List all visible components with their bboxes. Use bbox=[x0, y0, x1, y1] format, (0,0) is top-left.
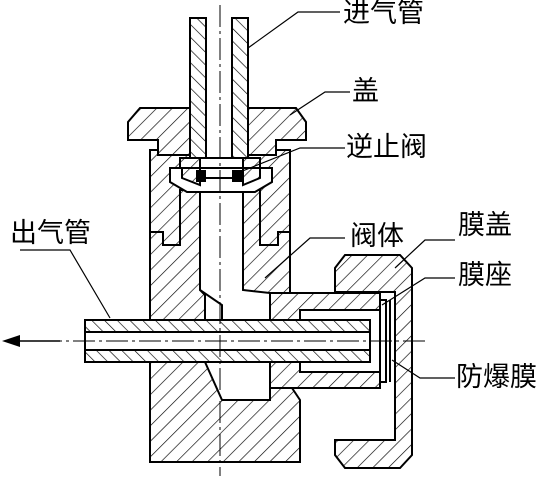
label-burst-membrane: 防爆膜 bbox=[456, 362, 537, 393]
label-valve-body: 阀体 bbox=[350, 221, 404, 252]
label-check-valve: 逆止阀 bbox=[346, 132, 427, 163]
label-membrane-cover: 膜盖 bbox=[458, 210, 512, 241]
label-inlet-pipe: 进气管 bbox=[343, 0, 424, 29]
leader-membrane-cover bbox=[394, 239, 455, 269]
leader-valve-body bbox=[264, 237, 345, 279]
label-cover: 盖 bbox=[352, 76, 379, 107]
flow-direction-arrow bbox=[2, 335, 60, 347]
leader-inlet-pipe bbox=[247, 11, 340, 49]
label-membrane-seat: 膜座 bbox=[458, 260, 512, 291]
leader-check-valve bbox=[239, 147, 345, 173]
check-valve-shape bbox=[169, 157, 273, 193]
centerlines bbox=[40, 5, 425, 476]
membrane-cover-shape bbox=[334, 254, 413, 469]
leader-burst-membrane bbox=[391, 359, 455, 379]
leader-membrane-seat bbox=[381, 277, 455, 306]
leader-lines bbox=[20, 11, 455, 379]
leader-outlet-pipe bbox=[20, 249, 111, 319]
leader-cover bbox=[289, 91, 350, 116]
label-outlet-pipe: 出气管 bbox=[10, 218, 91, 249]
inlet-pipe-shape bbox=[189, 17, 249, 159]
cover-shape bbox=[127, 107, 307, 156]
